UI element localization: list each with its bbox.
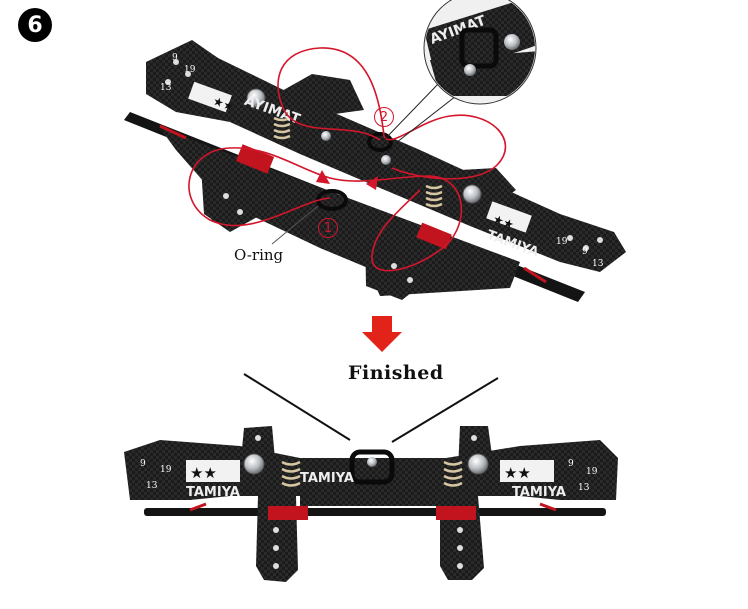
star-mark: ★★ — [211, 94, 236, 115]
marker-2: 2 — [374, 107, 394, 127]
pointer-line-right — [391, 377, 499, 443]
star-mark: ★★ — [491, 212, 516, 233]
plate-number: 9 — [568, 459, 574, 469]
spring-right — [443, 460, 463, 487]
screw — [381, 155, 391, 165]
finished-label: Finished — [348, 362, 444, 384]
plate-number: 13 — [146, 481, 158, 491]
mounting-holes — [165, 59, 603, 283]
lower-wing-left — [200, 150, 270, 232]
star-mark: ★★ — [504, 464, 531, 482]
oring-label: O-ring — [234, 246, 284, 264]
down-arrow-icon — [362, 316, 402, 352]
plate-number: 19 — [160, 465, 172, 475]
lower-rail — [144, 508, 606, 516]
callout-line — [391, 95, 457, 147]
plate-number: 9 — [140, 459, 146, 469]
brand-text: TAMIYA — [512, 485, 566, 500]
plate-number: 13 — [592, 259, 604, 269]
marker-1: 1 — [318, 218, 338, 238]
plate-number: 19 — [586, 467, 598, 477]
annotation-arrow — [366, 176, 378, 190]
oring-leader-line — [271, 205, 319, 245]
o-ring-upper — [367, 132, 393, 152]
plate-number: 19 — [184, 65, 196, 75]
red-stripe — [523, 266, 547, 284]
mounting-holes — [255, 435, 477, 569]
plate-number: 13 — [160, 83, 172, 93]
red-decal — [436, 506, 476, 520]
annotation-arrow — [316, 170, 330, 184]
spring-right — [425, 184, 443, 208]
o-ring — [349, 449, 395, 485]
spring-left — [281, 460, 301, 487]
annotation-loop-2 — [277, 47, 507, 180]
bottom-assembly: ★★ ★★ TAMIYA TAMIYA TAMIYA 9 19 13 9 19 … — [124, 426, 618, 582]
plate-number: 13 — [578, 483, 590, 493]
red-decal — [416, 222, 452, 250]
pointer-line-left — [243, 373, 351, 441]
nut-right — [462, 184, 482, 204]
brand-text: TAMIYA — [186, 485, 240, 500]
screw — [367, 457, 377, 467]
magnified-detail: AYIMAT — [425, 0, 535, 103]
upper-wing-top — [280, 74, 364, 116]
spring-left — [273, 116, 291, 140]
brand-text: TAMIYA — [300, 471, 354, 486]
nut-right — [467, 453, 489, 475]
plate-number: 19 — [556, 237, 568, 247]
plate-number: 9 — [582, 247, 588, 257]
lower-wing-bottom — [365, 226, 450, 300]
top-assembly: ★★ ★★ TAMIYA TAMIYA 9 19 13 19 9 — [124, 0, 626, 302]
nut-left — [243, 453, 265, 475]
red-decal — [268, 506, 308, 520]
callout-line — [383, 81, 441, 141]
red-stripe — [159, 124, 187, 140]
nut-left — [246, 88, 266, 108]
step-number-badge: 6 — [18, 8, 52, 42]
screw — [321, 131, 331, 141]
annotation-loop-1 — [188, 147, 463, 272]
star-mark: ★★ — [190, 464, 217, 482]
plate-number: 9 — [172, 53, 178, 63]
red-decal — [235, 144, 275, 174]
